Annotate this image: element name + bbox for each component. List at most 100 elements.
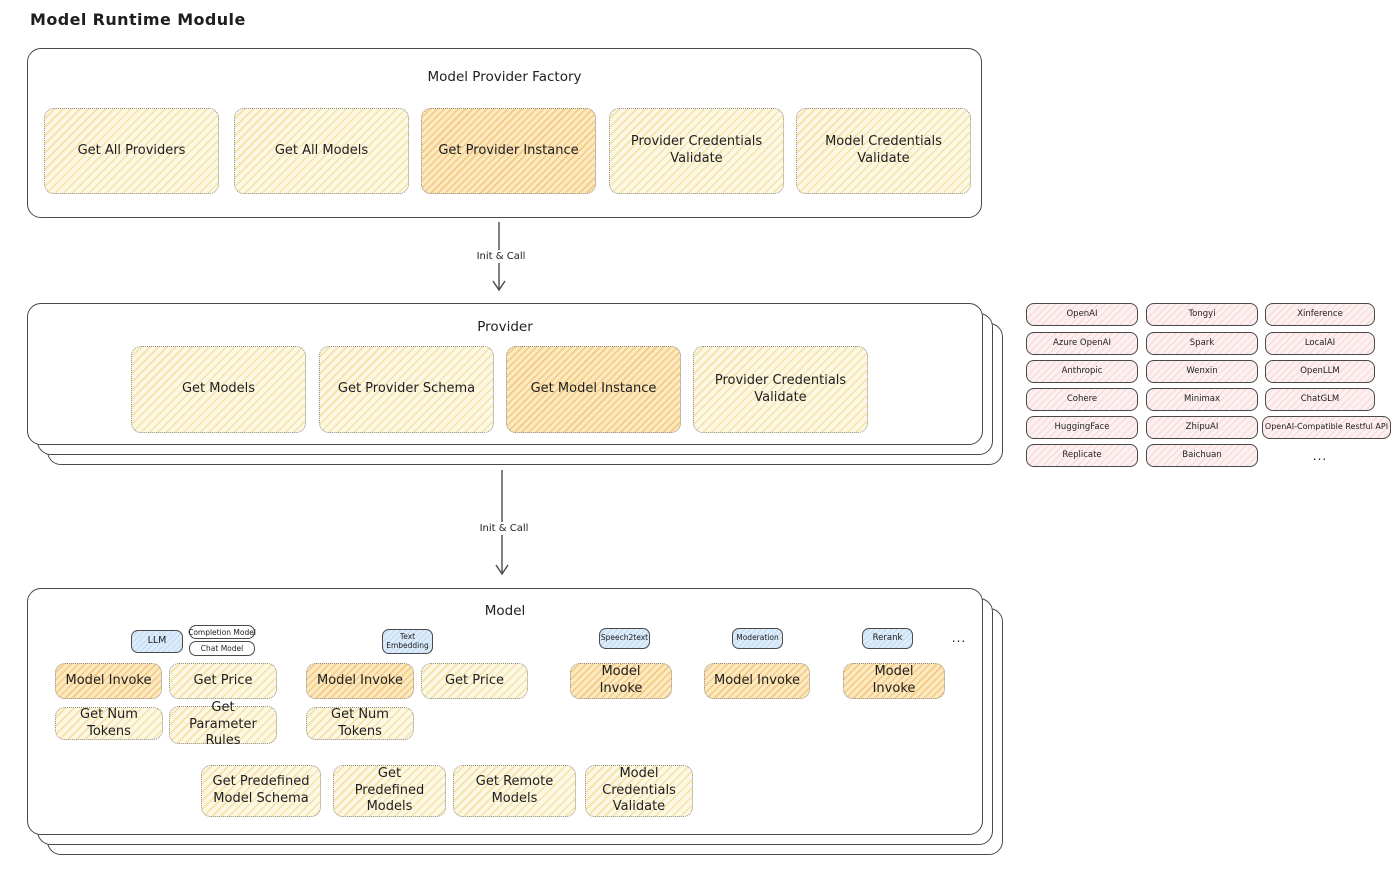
- pill-label: OpenAI-Compatible Restful API: [1264, 422, 1389, 432]
- node-speech2text-model-invoke: Model Invoke: [570, 663, 672, 699]
- node-get-remote-models: Get Remote Models: [453, 765, 576, 817]
- node-get-models: Get Models: [131, 346, 306, 433]
- node-embedding-get-num-tokens: Get Num Tokens: [306, 707, 414, 740]
- arrow2-label: Init & Call: [469, 522, 539, 535]
- node-provider-credentials-validate-2: Provider Credentials Validate: [693, 346, 868, 433]
- tag-llm: LLM: [131, 630, 183, 653]
- provider-pill-openllm: OpenLLM: [1265, 360, 1375, 383]
- provider-pill-baichuan: Baichuan: [1146, 444, 1258, 467]
- model-tags-more-dots: ...: [951, 631, 967, 645]
- tag-label: Speech2text: [600, 633, 649, 643]
- pill-label: OpenAI: [1066, 308, 1098, 319]
- node-label: Get Price: [444, 672, 504, 688]
- pill-label: HuggingFace: [1054, 421, 1110, 432]
- node-label: Get Predefined Models: [354, 765, 425, 815]
- model-panel: Model LLM Completion Model Chat Model Te…: [27, 588, 983, 835]
- node-label: Model Invoke: [872, 664, 916, 696]
- tag-text-embedding: Text Embedding: [382, 629, 433, 654]
- provider-pill-zhipuai: ZhipuAI: [1146, 416, 1258, 439]
- provider-pill-localai: LocalAI: [1265, 332, 1375, 355]
- node-label: Provider Credentials Validate: [630, 134, 763, 166]
- provider-pill-openai-compatible: OpenAI-Compatible Restful API: [1262, 416, 1391, 439]
- provider-pill-xinference: Xinference: [1265, 303, 1375, 326]
- tag-rerank: Rerank: [862, 628, 913, 649]
- node-label: Get Parameter Rules: [189, 699, 257, 749]
- node-get-provider-instance: Get Provider Instance: [421, 108, 596, 194]
- node-label: Model Invoke: [714, 672, 800, 688]
- node-llm-get-price: Get Price: [169, 663, 277, 699]
- node-label: Get Price: [193, 672, 253, 688]
- tag-completion-model: Completion Model: [188, 625, 256, 639]
- provider-panel: Provider Get Models Get Provider Schema …: [27, 303, 983, 445]
- tag-label: Rerank: [872, 632, 903, 643]
- node-llm-get-parameter-rules: Get Parameter Rules: [169, 700, 277, 748]
- provider-pill-cohere: Cohere: [1026, 388, 1138, 411]
- node-provider-credentials-validate: Provider Credentials Validate: [609, 108, 784, 194]
- diagram-title: Model Runtime Module: [30, 10, 246, 29]
- provider-pill-wenxin: Wenxin: [1146, 360, 1258, 383]
- node-llm-model-invoke: Model Invoke: [55, 663, 162, 699]
- pill-label: Xinference: [1297, 308, 1343, 319]
- tag-label: Text Embedding: [386, 631, 429, 650]
- provider-pill-tongyi: Tongyi: [1146, 303, 1258, 326]
- factory-panel: Model Provider Factory Get All Providers…: [27, 48, 982, 218]
- provider-pill-replicate: Replicate: [1026, 444, 1138, 467]
- tag-speech2text: Speech2text: [599, 628, 650, 649]
- provider-pill-huggingface: HuggingFace: [1026, 416, 1138, 439]
- tag-label: LLM: [147, 635, 167, 647]
- node-moderation-model-invoke: Model Invoke: [704, 663, 810, 699]
- pill-label: Tongyi: [1188, 308, 1216, 319]
- node-label: Get Model Instance: [530, 381, 657, 397]
- provider-list-more-dots: ...: [1312, 449, 1328, 463]
- node-label: Get Num Tokens: [331, 706, 389, 739]
- node-model-credentials-validate-2: Model Credentials Validate: [585, 765, 693, 817]
- node-label: Get Num Tokens: [80, 706, 138, 739]
- node-get-all-models: Get All Models: [234, 108, 409, 194]
- tag-chat-model: Chat Model: [189, 641, 255, 656]
- tag-label: Moderation: [736, 633, 779, 643]
- provider-pill-chatglm: ChatGLM: [1265, 388, 1375, 411]
- tag-label: Chat Model: [200, 644, 244, 653]
- provider-pill-spark: Spark: [1146, 332, 1258, 355]
- provider-pill-anthropic: Anthropic: [1026, 360, 1138, 383]
- pill-label: OpenLLM: [1300, 365, 1340, 376]
- node-get-predefined-model-schema: Get Predefined Model Schema: [201, 765, 321, 817]
- node-model-credentials-validate: Model Credentials Validate: [796, 108, 971, 194]
- node-get-model-instance: Get Model Instance: [506, 346, 681, 433]
- node-label: Get All Providers: [77, 142, 186, 158]
- pill-label: LocalAI: [1304, 337, 1336, 348]
- tag-moderation: Moderation: [732, 628, 783, 649]
- node-get-provider-schema: Get Provider Schema: [319, 346, 494, 433]
- pill-label: Spark: [1189, 337, 1215, 348]
- tag-label: Completion Model: [188, 627, 256, 637]
- pill-label: Wenxin: [1186, 365, 1218, 376]
- node-label: Get Provider Instance: [438, 142, 579, 158]
- pill-label: ChatGLM: [1300, 393, 1340, 404]
- node-label: Model Credentials Validate: [602, 765, 676, 815]
- model-panel-title: Model: [484, 603, 526, 619]
- node-get-all-providers: Get All Providers: [44, 108, 219, 194]
- pill-label: Baichuan: [1182, 449, 1222, 460]
- node-label: Model Invoke: [65, 672, 152, 688]
- node-embedding-model-invoke: Model Invoke: [306, 663, 414, 699]
- node-label: Provider Credentials Validate: [714, 372, 847, 405]
- node-embedding-get-price: Get Price: [421, 663, 528, 699]
- pill-label: Azure OpenAI: [1053, 337, 1111, 348]
- provider-pill-azure-openai: Azure OpenAI: [1026, 332, 1138, 355]
- node-label: Model Invoke: [599, 664, 643, 696]
- factory-panel-title: Model Provider Factory: [427, 69, 582, 85]
- pill-label: Anthropic: [1061, 365, 1103, 376]
- node-rerank-model-invoke: Model Invoke: [843, 663, 945, 699]
- node-label: Get Provider Schema: [337, 381, 476, 397]
- provider-pill-minimax: Minimax: [1146, 388, 1258, 411]
- arrow1-label: Init & Call: [466, 250, 536, 263]
- pill-label: Replicate: [1062, 449, 1102, 460]
- node-llm-get-num-tokens: Get Num Tokens: [55, 707, 163, 740]
- node-label: Model Credentials Validate: [825, 134, 942, 166]
- pill-label: Minimax: [1184, 393, 1220, 404]
- node-label: Get Predefined Model Schema: [212, 774, 310, 806]
- provider-pill-openai: OpenAI: [1026, 303, 1138, 326]
- node-label: Get Remote Models: [475, 774, 554, 806]
- pill-label: Cohere: [1066, 393, 1098, 404]
